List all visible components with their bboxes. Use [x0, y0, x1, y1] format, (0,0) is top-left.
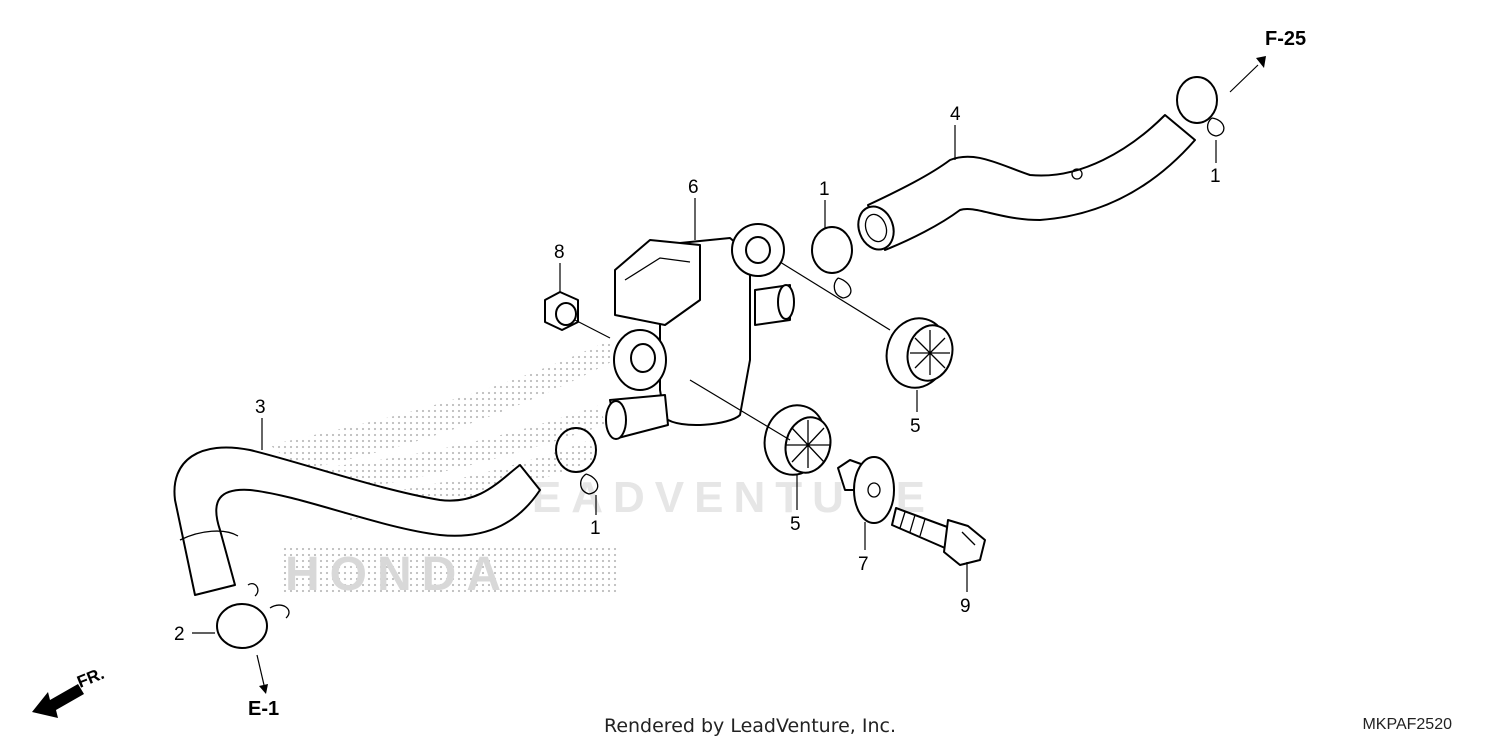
honda-watermark-text: HONDA: [285, 548, 511, 601]
clamp-part-1-lower[interactable]: [555, 427, 599, 495]
callout-7: 7: [858, 554, 869, 575]
callout-9: 9: [960, 596, 971, 617]
callout-4: 4: [950, 104, 961, 125]
front-direction-arrow-icon: [32, 684, 84, 718]
grommet-part-5-lower[interactable]: [757, 398, 837, 481]
hose-part-3[interactable]: [173, 446, 541, 596]
reference-f25[interactable]: F-25: [1265, 28, 1306, 50]
leader-lines: [192, 56, 1266, 694]
air-suction-valve-part-6[interactable]: [605, 223, 795, 440]
nut-part-8[interactable]: [544, 291, 579, 331]
render-credit: Rendered by LeadVenture, Inc.: [603, 715, 897, 737]
bolt-part-9[interactable]: [891, 507, 986, 566]
callout-5-lower: 5: [790, 514, 801, 535]
callout-8: 8: [554, 242, 565, 263]
callout-3: 3: [255, 397, 266, 418]
diagram-code: MKPAF2520: [1362, 716, 1452, 733]
reference-e1[interactable]: E-1: [248, 698, 279, 720]
grommet-part-5-upper[interactable]: [879, 311, 959, 394]
clamp-part-2[interactable]: [216, 583, 290, 649]
clamp-part-1-upper-right[interactable]: [1176, 76, 1225, 137]
callout-1-upper-right: 1: [1210, 166, 1221, 187]
callout-1-middle: 1: [819, 179, 830, 200]
collar-part-7[interactable]: [837, 456, 895, 524]
clamp-part-1-middle[interactable]: [811, 226, 853, 299]
callout-1-lower: 1: [590, 518, 601, 539]
callout-2: 2: [174, 624, 185, 645]
callout-6: 6: [688, 177, 699, 198]
hose-part-4[interactable]: [853, 114, 1196, 254]
callout-5-upper: 5: [910, 416, 921, 437]
front-direction-label: FR.: [74, 664, 107, 692]
